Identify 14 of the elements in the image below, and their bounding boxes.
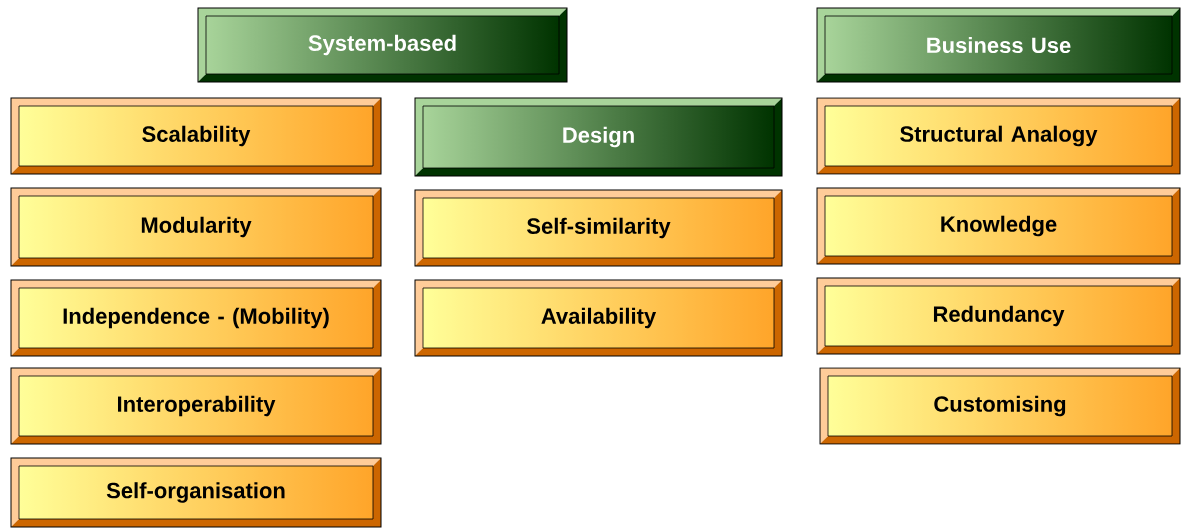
heading-box: Design [414, 97, 783, 177]
item-box: Independence - (Mobility) [10, 279, 382, 357]
item-box: Self-organisation [10, 457, 382, 528]
item-box: Availability [414, 279, 783, 357]
item-box: Scalability [10, 97, 382, 175]
heading-box: Business Use [816, 7, 1181, 83]
heading-box: System-based [197, 7, 568, 83]
item-box: Knowledge [816, 187, 1181, 265]
item-box: Modularity [10, 187, 382, 267]
item-box: Structural Analogy [816, 97, 1181, 175]
item-box: Redundancy [816, 277, 1181, 355]
item-box: Customising [819, 367, 1181, 445]
item-box: Self-similarity [414, 189, 783, 267]
item-box: Interoperability [10, 367, 382, 445]
